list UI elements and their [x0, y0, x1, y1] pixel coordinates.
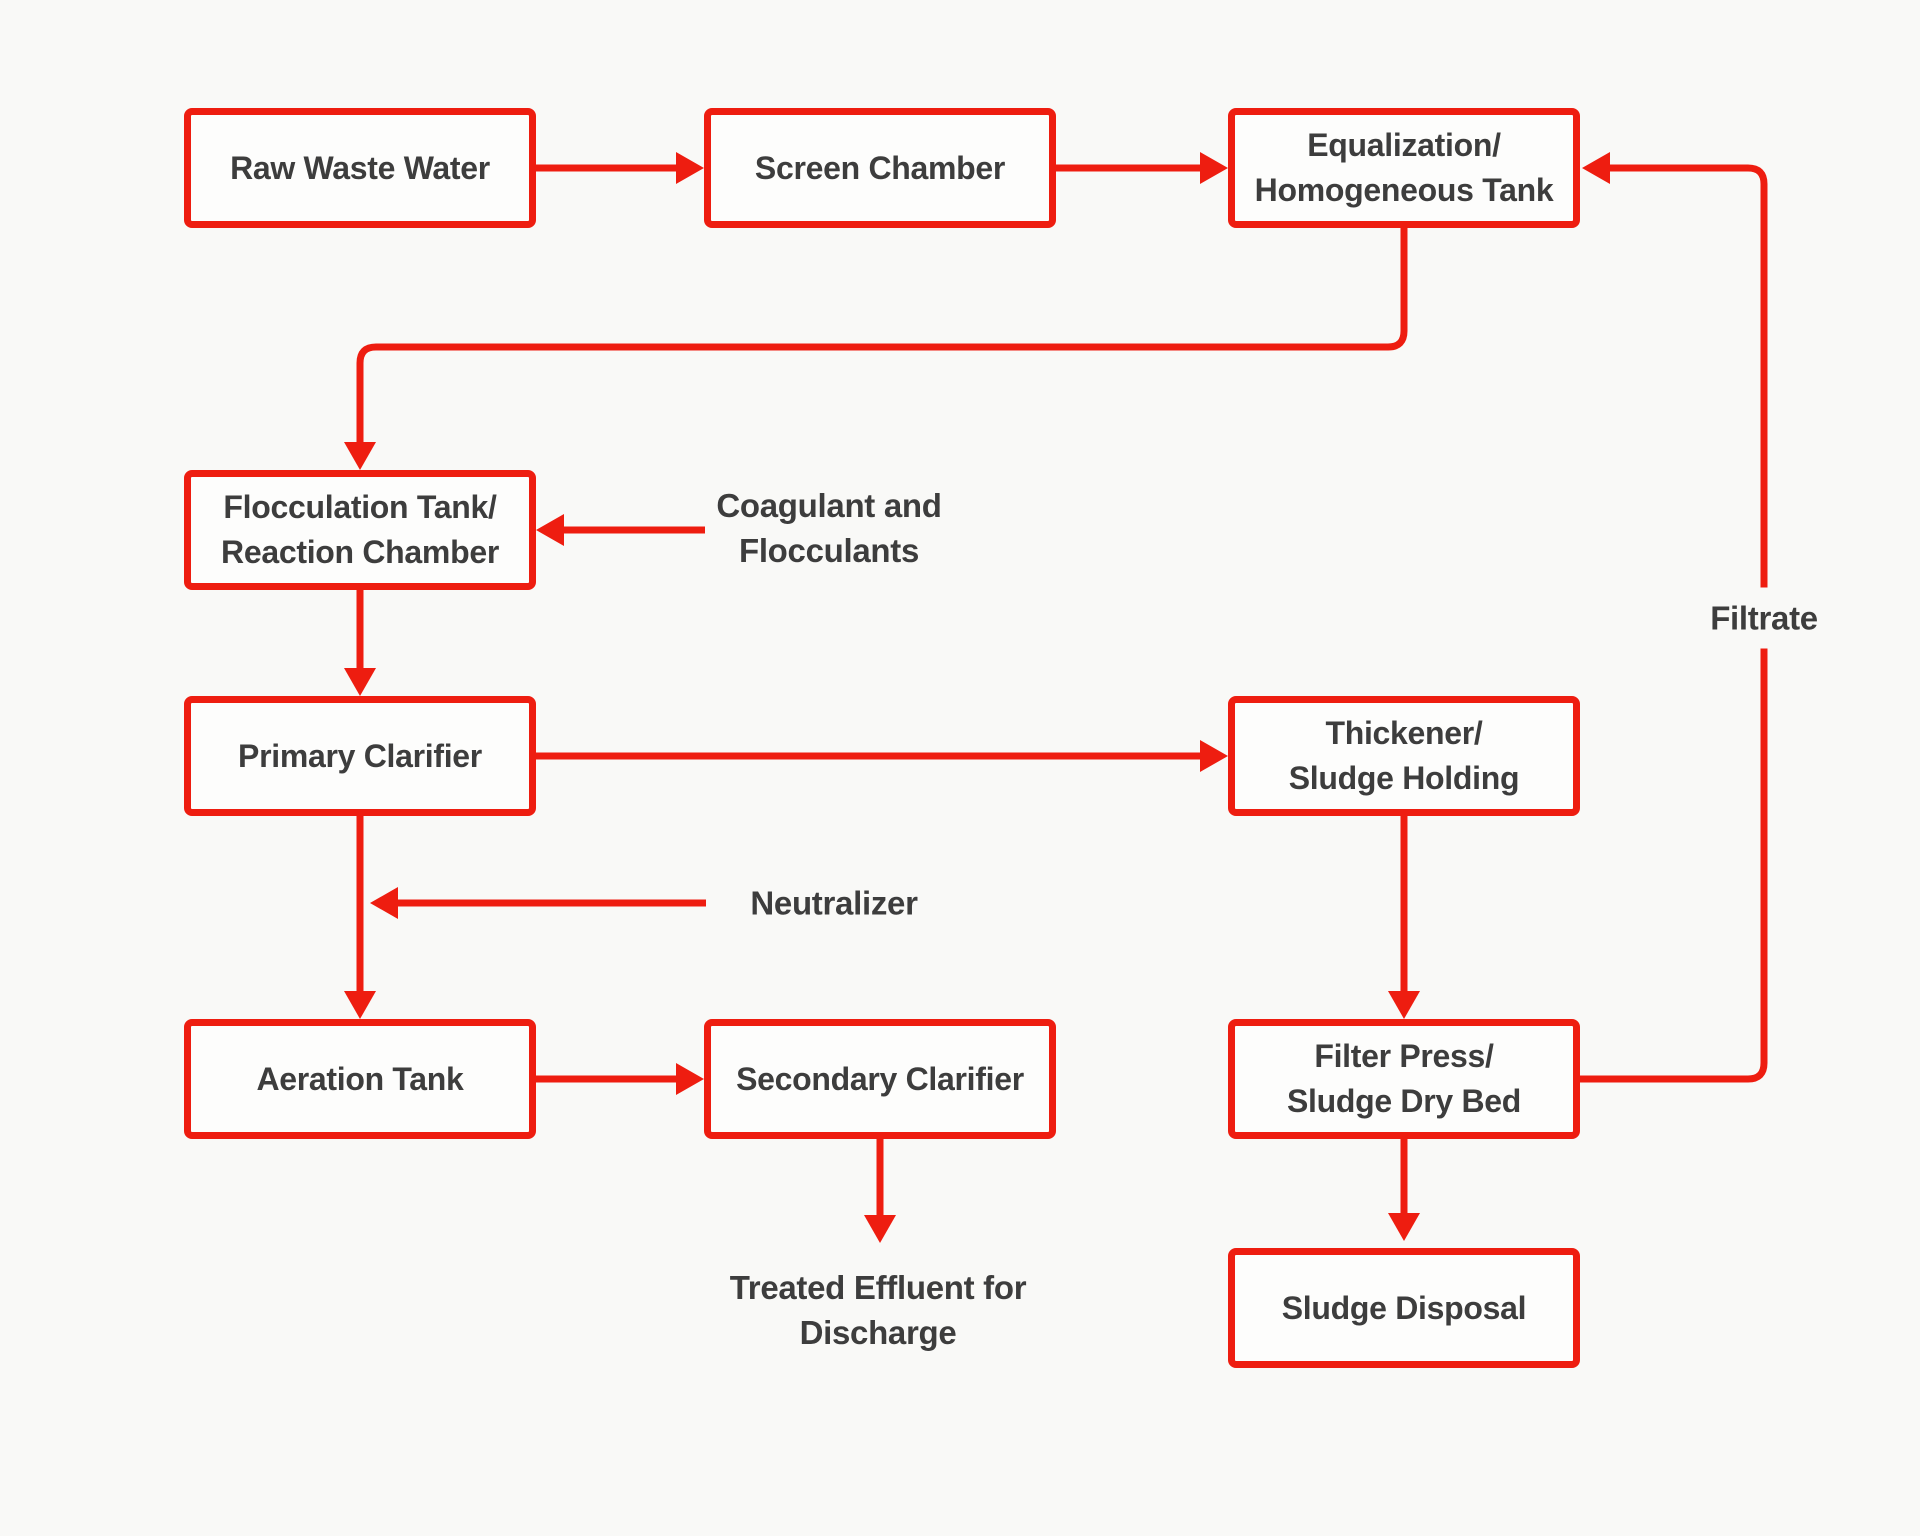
arrow-primary-to-thickener-head [1200, 740, 1228, 772]
arrow-raw-to-screen-head [676, 152, 704, 184]
node-raw-waste-water: Raw Waste Water [184, 108, 536, 228]
arrow-equalization-to-flocculation [344, 228, 1408, 470]
arrow-neutralizer-to-line-head [370, 887, 398, 919]
node-filter-press-sludge-dry-bed: Filter Press/ Sludge Dry Bed [1228, 1019, 1580, 1139]
arrow-flocculation-to-primary-head [344, 668, 376, 696]
arrow-coagulant-to-flocculation [536, 514, 705, 546]
node-sludge-disposal: Sludge Disposal [1228, 1248, 1580, 1368]
node-thickener-sludge-holding: Thickener/ Sludge Holding [1228, 696, 1580, 816]
arrow-equalization-to-flocculation-shaft [356, 228, 1408, 442]
node-flocculation-reaction-chamber: Flocculation Tank/ Reaction Chamber [184, 470, 536, 590]
arrow-filter-press-to-sludge-disposal-head [1388, 1213, 1420, 1241]
arrow-equalization-to-flocculation-head [344, 442, 376, 470]
label-treated-effluent-for-discharge: Treated Effluent for Discharge [729, 1269, 1027, 1351]
node-secondary-clarifier: Secondary Clarifier [704, 1019, 1056, 1139]
arrow-coagulant-to-flocculation-head [536, 514, 564, 546]
arrow-aeration-to-secondary [536, 1063, 704, 1095]
arrow-secondary-to-effluent-head [864, 1215, 896, 1243]
arrow-neutralizer-to-line [370, 887, 706, 919]
arrow-raw-to-screen [536, 152, 704, 184]
arrow-aeration-to-secondary-head [676, 1063, 704, 1095]
arrow-filtrate-return-head [1582, 152, 1610, 184]
arrow-thickener-to-filter-press [1388, 816, 1420, 1019]
label-coagulant-and-flocculants: Coagulant and Flocculants [716, 487, 942, 569]
arrow-filter-press-to-sludge-disposal [1388, 1139, 1420, 1241]
node-screen-chamber: Screen Chamber [704, 108, 1056, 228]
arrow-primary-to-aeration [344, 816, 376, 1019]
arrow-flocculation-to-primary [344, 590, 376, 696]
arrow-screen-to-equalization [1056, 152, 1228, 184]
arrow-secondary-to-effluent [864, 1139, 896, 1243]
arrow-thickener-to-filter-press-head [1388, 991, 1420, 1019]
label-filtrate: Filtrate [1708, 587, 1820, 649]
node-equalization-homogeneous-tank: Equalization/ Homogeneous Tank [1228, 108, 1580, 228]
arrow-screen-to-equalization-head [1200, 152, 1228, 184]
node-aeration-tank: Aeration Tank [184, 1019, 536, 1139]
arrow-primary-to-thickener [536, 740, 1228, 772]
label-neutralizer: Neutralizer [750, 884, 918, 922]
node-primary-clarifier: Primary Clarifier [184, 696, 536, 816]
arrow-primary-to-aeration-head [344, 991, 376, 1019]
